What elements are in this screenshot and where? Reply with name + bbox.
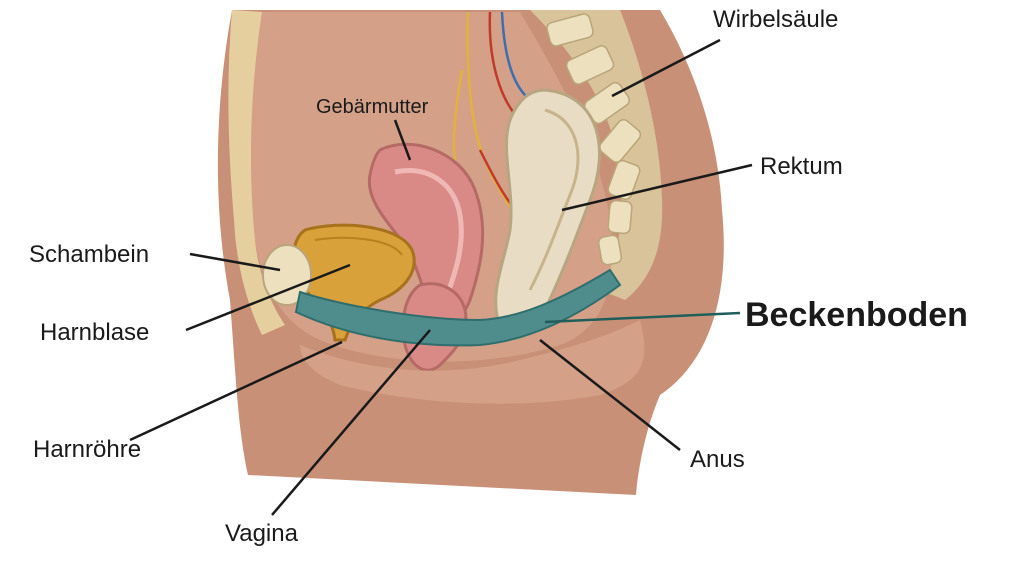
label-harnblase: Harnblase <box>40 319 149 346</box>
label-wirbelsaeule: Wirbelsäule <box>713 6 838 33</box>
uterus-cavity <box>394 168 464 301</box>
label-beckenboden: Beckenboden <box>745 296 968 334</box>
pubic-bone <box>262 244 312 306</box>
leader-gebaermutter <box>393 119 412 161</box>
leader-harnroehre <box>129 340 343 442</box>
leader-rektum <box>561 163 753 212</box>
leader-schambein <box>189 252 281 272</box>
leader-beckenboden <box>544 311 741 324</box>
leader-anus <box>539 339 681 451</box>
leader-vagina <box>271 329 431 516</box>
bladder-wall <box>314 236 403 256</box>
label-rektum: Rektum <box>760 153 843 180</box>
label-anus: Anus <box>690 446 745 473</box>
label-schambein: Schambein <box>29 241 149 268</box>
label-harnroehre: Harnröhre <box>33 436 141 463</box>
leader-lines <box>129 38 753 516</box>
label-gebaermutter: Gebärmutter <box>316 96 429 118</box>
rectum-inner <box>528 108 580 291</box>
leader-harnblase <box>185 263 351 332</box>
pelvic-floor <box>294 268 622 347</box>
label-vagina: Vagina <box>225 520 299 547</box>
abdominal-wall <box>228 10 285 335</box>
leader-wirbelsaeule <box>611 38 721 98</box>
